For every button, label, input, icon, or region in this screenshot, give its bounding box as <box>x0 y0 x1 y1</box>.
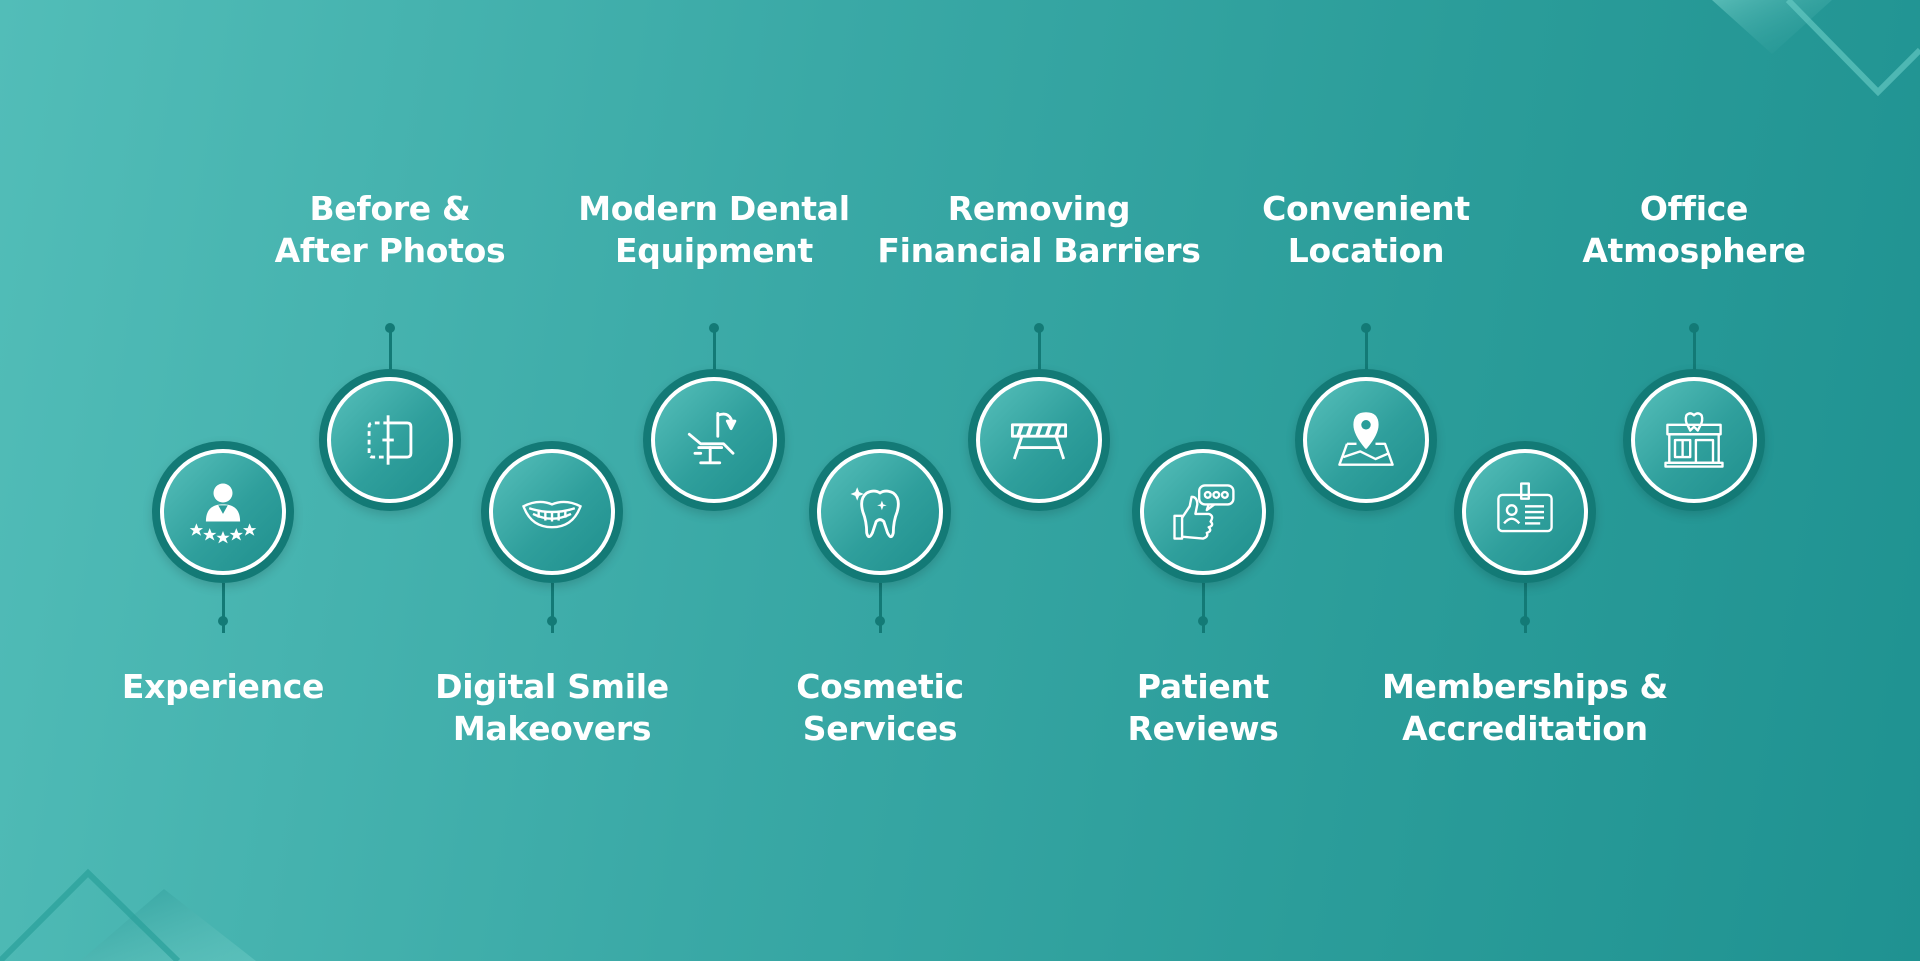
patient-reviews-node <box>1132 441 1274 583</box>
cosmetic-node <box>809 441 951 583</box>
connector-line <box>1692 325 1696 375</box>
step-label: Experience <box>121 667 325 706</box>
bottom-left-decoration <box>0 868 256 961</box>
step-label: Digital Smile Makeovers <box>435 667 669 748</box>
connector-line <box>221 583 225 633</box>
dental-office-icon <box>1664 412 1724 468</box>
id-badge-icon <box>1497 482 1553 533</box>
step-label: Patient Reviews <box>1127 667 1279 748</box>
step-label: Convenient Location <box>1262 189 1470 270</box>
connector-line <box>388 325 392 375</box>
experience-node <box>152 441 294 583</box>
dental-equipment-node <box>643 369 785 511</box>
step-label: Modern Dental Equipment <box>578 189 850 270</box>
connector-line <box>1364 325 1368 375</box>
smile-icon <box>522 500 582 529</box>
office-atmosphere-node <box>1623 369 1765 511</box>
thumbs-up-review-icon <box>1173 484 1235 540</box>
dental-chair-icon <box>687 411 737 465</box>
memberships-node <box>1454 441 1596 583</box>
connector-line <box>878 583 882 633</box>
step-label: Removing Financial Barriers <box>877 189 1201 270</box>
connector-line <box>550 583 554 633</box>
financial-barriers-node <box>968 369 1110 511</box>
connector-dot <box>1034 323 1044 333</box>
connector-dot <box>1689 323 1699 333</box>
connector-line <box>1037 325 1041 375</box>
connector-line <box>712 325 716 375</box>
step-label: Cosmetic Services <box>796 667 964 748</box>
connector-dot <box>218 616 228 626</box>
connector-dot <box>875 616 885 626</box>
connector-dot <box>385 323 395 333</box>
connector-dot <box>547 616 557 626</box>
step-label: Before & After Photos <box>274 189 506 270</box>
step-label: Memberships & Accreditation <box>1382 667 1668 748</box>
sparkling-tooth-icon <box>850 487 900 539</box>
smile-node <box>481 441 623 583</box>
connector-dot <box>1361 323 1371 333</box>
map-pin-icon <box>1338 412 1394 466</box>
connector-dot <box>1198 616 1208 626</box>
step-label: Office Atmosphere <box>1582 189 1806 270</box>
barrier-icon <box>1010 423 1068 460</box>
dentist-rating-icon <box>189 483 257 544</box>
connector-line <box>1523 583 1527 633</box>
connector-dot <box>709 323 719 333</box>
connector-dot <box>1520 616 1530 626</box>
top-right-decoration <box>1712 0 1920 97</box>
before-after-frame-icon <box>367 415 413 465</box>
location-node <box>1295 369 1437 511</box>
connector-line <box>1201 583 1205 633</box>
before-after-node <box>319 369 461 511</box>
